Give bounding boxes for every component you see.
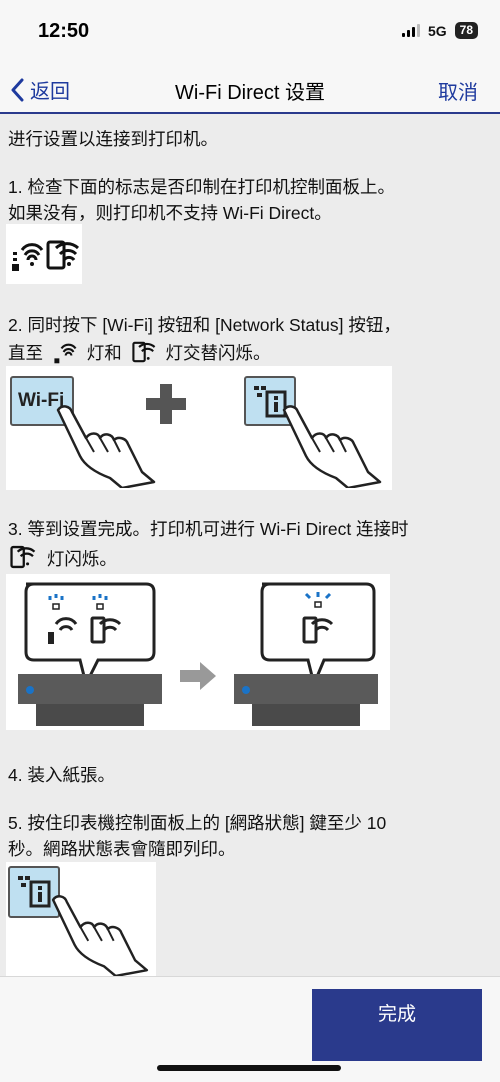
wifi-direct-icon (10, 545, 36, 569)
bottom-bar: 完成 (0, 976, 500, 1082)
printer-icon (234, 582, 378, 726)
network-status-icon (18, 876, 51, 908)
home-indicator (157, 1065, 341, 1071)
wifi-direct-icon (46, 240, 80, 270)
network-status-icon (254, 386, 287, 418)
intro-text: 进行设置以连接到打印机。 (8, 129, 218, 149)
pointing-hand-icon (282, 405, 382, 488)
done-button[interactable]: 完成 (312, 989, 482, 1061)
chevron-left-icon (11, 78, 24, 101)
step5-text-line2: 秒。網路狀態表會隨即列印。 (8, 839, 236, 859)
back-button[interactable]: 返回 (10, 75, 70, 104)
status-indicators: 5G 78 (401, 22, 478, 39)
step2-text-line1: 2. 同时按下 [Wi-Fi] 按钮和 [Network Status] 按钮， (8, 315, 401, 335)
step2-buttons-image: Wi-Fi (6, 366, 392, 490)
status-time: 12:50 (38, 20, 90, 42)
step5-button-image (6, 862, 156, 976)
step5-text-line1: 5. 按住印表機控制面板上的 [網路狀態] 鍵至少 10 (8, 813, 387, 833)
step2-prefix: 直至 (8, 343, 43, 363)
back-label: 返回 (30, 81, 70, 103)
step4-text: 4. 装入紙張。 (8, 765, 115, 785)
wifi-icon (12, 243, 44, 271)
step3-printers-image (6, 574, 390, 730)
pointing-hand-icon (51, 895, 149, 976)
wifi-direct-icon (131, 341, 155, 363)
network-type: 5G (427, 22, 447, 39)
page-title: Wi-Fi Direct 设置 (175, 82, 325, 104)
cancel-button[interactable]: 取消 (438, 82, 478, 104)
step1-icons-image (6, 224, 82, 284)
step1-text-line2: 如果没有，则打印机不支持 Wi-Fi Direct。 (8, 203, 332, 223)
printer-icon (18, 582, 162, 726)
status-bar: 12:50 5G 78 (0, 0, 500, 62)
step3-suffix: 灯闪烁。 (46, 549, 117, 569)
pointing-hand-icon (56, 405, 156, 488)
step3-text-line2: 灯闪烁。 (8, 544, 117, 573)
nav-bar: 返回 Wi-Fi Direct 设置 取消 (0, 62, 500, 114)
step2-text-line2: 直至 灯和 灯交替闪烁。 (8, 340, 271, 367)
signal-icon (401, 24, 420, 37)
step1-text-line1: 1. 检查下面的标志是否印制在打印机控制面板上。 (8, 177, 395, 197)
step2-suffix: 灯交替闪烁。 (165, 343, 271, 363)
wifi-key-label: Wi-Fi (18, 390, 65, 411)
plus-icon (146, 384, 186, 424)
step3-text-line1: 3. 等到设置完成。打印机可进行 Wi-Fi Direct 连接时 (8, 519, 409, 539)
arrow-right-icon (180, 662, 216, 690)
instructions-content: 进行设置以连接到打印机。 1. 检查下面的标志是否印制在打印机控制面板上。 如果… (0, 116, 500, 976)
network-status-key (8, 866, 60, 918)
wifi-icon (54, 343, 77, 364)
battery-icon: 78 (454, 22, 478, 39)
step2-mid: 灯和 (86, 343, 122, 363)
